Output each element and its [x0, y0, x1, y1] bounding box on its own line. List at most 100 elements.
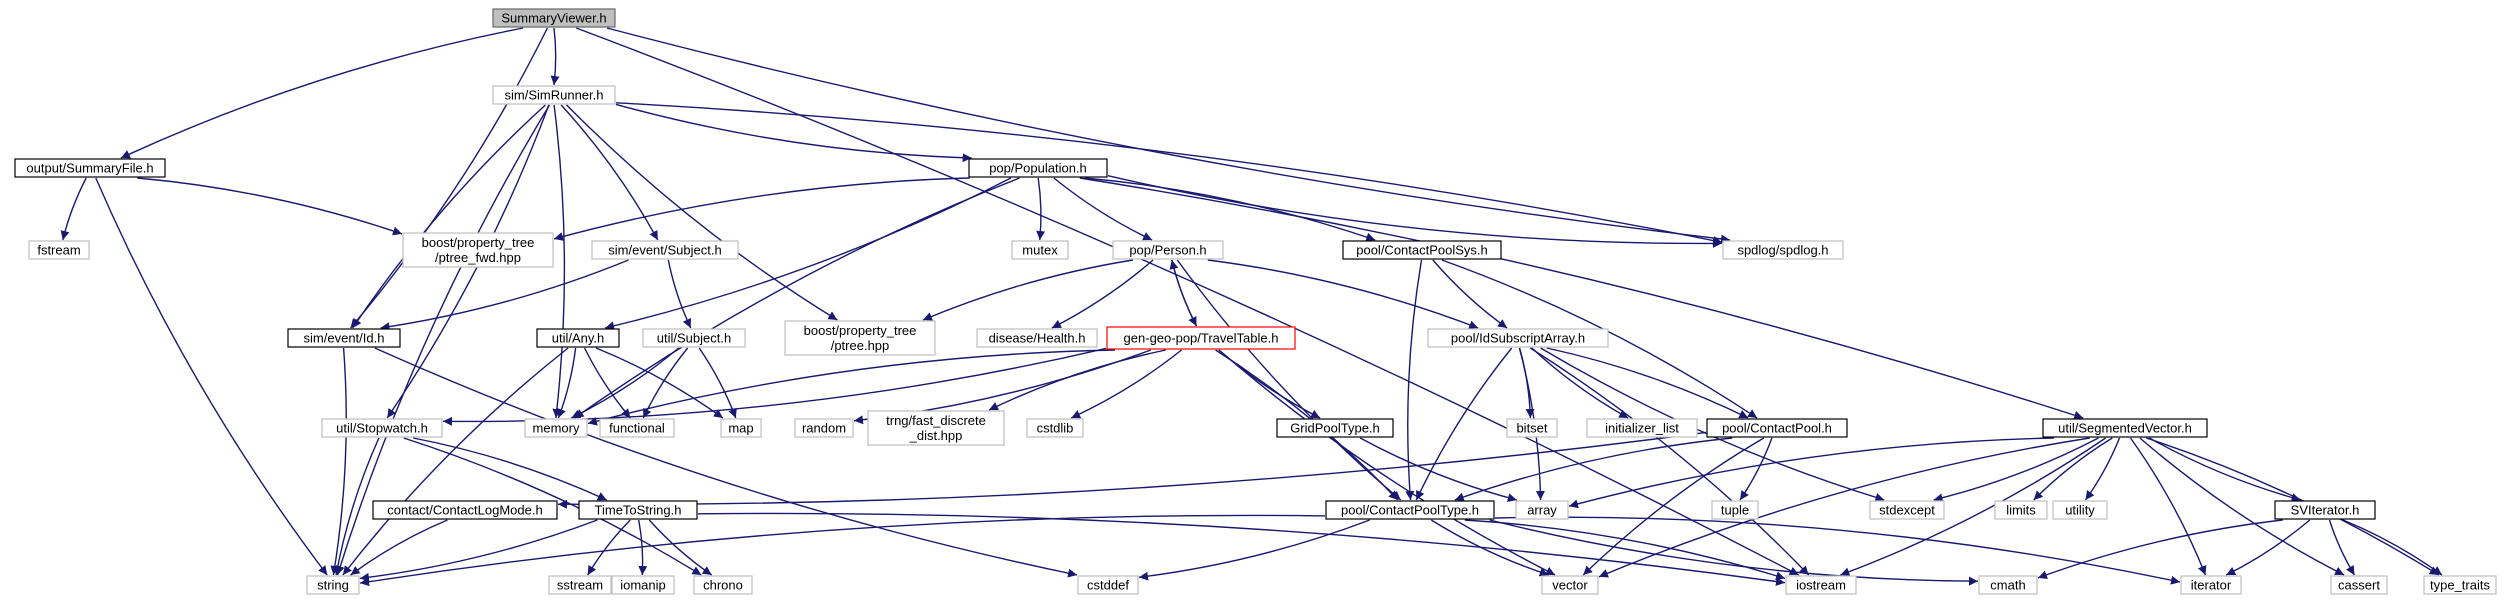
node-cmath[interactable]: cmath	[1978, 575, 2038, 595]
node-box	[1325, 500, 1495, 520]
edge-tts-to-chrono	[648, 519, 713, 576]
edge-line	[350, 519, 448, 576]
node-summary-file[interactable]: output/SummaryFile.h	[14, 158, 166, 178]
node-trng[interactable]: trng/fast_discrete_dist.hpp	[867, 410, 1005, 446]
node-bitset[interactable]: bitset	[1506, 418, 1558, 438]
edge-line	[1598, 437, 2090, 578]
node-travel-table[interactable]: gen-geo-pop/TravelTable.h	[1106, 326, 1296, 350]
node-segvec[interactable]: util/SegmentedVector.h	[2042, 418, 2208, 438]
node-label: util/Any.h	[552, 331, 605, 346]
node-box	[1785, 575, 1857, 595]
node-utility[interactable]: utility	[2052, 500, 2108, 520]
edge-line	[574, 177, 1020, 419]
node-sstream[interactable]: sstream	[548, 575, 612, 595]
edge-line	[698, 347, 737, 419]
node-idsub[interactable]: pool/IdSubscriptArray.h	[1427, 328, 1609, 348]
node-util-any[interactable]: util/Any.h	[536, 328, 620, 348]
node-contact-pool[interactable]: pool/ContactPool.h	[1706, 418, 1848, 438]
edge-sim_runner-to-population	[615, 103, 972, 163]
edge-line	[1582, 437, 1765, 576]
node-iostream[interactable]: iostream	[1785, 575, 1857, 595]
node-label: random	[802, 421, 846, 436]
node-label: cstdlib	[1037, 421, 1074, 436]
node-box	[720, 418, 762, 438]
node-gpt[interactable]: GridPoolType.h	[1276, 418, 1394, 438]
node-string[interactable]: string	[306, 575, 360, 595]
edge-line	[1840, 437, 2106, 577]
node-sim-runner[interactable]: sim/SimRunner.h	[492, 85, 616, 105]
node-type-traits[interactable]: type_traits	[2423, 575, 2497, 595]
edge-tts-to-string	[359, 519, 598, 582]
node-stdexcept[interactable]: stdexcept	[1869, 500, 1945, 520]
edge-segvec-to-limits	[2033, 437, 2113, 501]
node-population[interactable]: pop/Population.h	[968, 158, 1108, 178]
edge-line	[576, 27, 1800, 576]
node-cstdlib[interactable]: cstdlib	[1026, 418, 1084, 438]
edge-line	[583, 347, 631, 419]
edge-summary_viewer-to-iostream	[576, 27, 1800, 576]
edge-line	[1415, 347, 1513, 501]
node-limits[interactable]: limits	[1994, 500, 2048, 520]
node-ptree-fwd[interactable]: boost/property_tree/ptree_fwd.hpp	[402, 232, 554, 268]
node-box	[492, 8, 616, 28]
edge-summary_file-to-ptree_fwd	[137, 177, 403, 236]
node-fstream[interactable]: fstream	[28, 240, 90, 260]
node-sim-subject[interactable]: sim/event/Subject.h	[591, 240, 739, 260]
node-functional[interactable]: functional	[599, 418, 675, 438]
edge-cpt-to-cmath	[1489, 519, 1979, 586]
edge-line	[667, 259, 692, 329]
node-spdlog[interactable]: spdlog/spdlog.h	[1722, 240, 1844, 260]
node-mutex[interactable]: mutex	[1011, 240, 1069, 260]
node-contact-log[interactable]: contact/ContactLogMode.h	[372, 500, 558, 520]
edge-population-to-cps	[1084, 177, 1376, 242]
edge-line	[557, 347, 577, 419]
node-init-list[interactable]: initializer_list	[1586, 418, 1698, 438]
node-iterator[interactable]: iterator	[2180, 575, 2242, 595]
node-memory[interactable]: memory	[524, 418, 588, 438]
node-person[interactable]: pop/Person.h	[1112, 240, 1224, 260]
node-random[interactable]: random	[794, 418, 854, 438]
node-svit[interactable]: SVIterator.h	[2274, 500, 2376, 520]
edge-line	[2328, 519, 2356, 576]
edge-cpt-to-vector	[1430, 519, 1549, 577]
node-chrono[interactable]: chrono	[693, 575, 753, 595]
node-iomanip[interactable]: iomanip	[611, 575, 675, 595]
node-util-subject[interactable]: util/Subject.h	[642, 328, 746, 348]
node-cps[interactable]: pool/ContactPoolSys.h	[1342, 240, 1502, 260]
edge-segvec-to-vector	[1598, 437, 2090, 578]
edge-line	[615, 103, 972, 163]
edge-svit-to-iterator	[2225, 519, 2311, 576]
node-box	[1515, 500, 1569, 520]
edge-sim_runner-to-ptree	[566, 104, 838, 321]
edge-summary_viewer-to-sim_id	[350, 27, 549, 329]
edge-segvec-to-type_traits	[2146, 437, 2440, 576]
edge-line	[1207, 259, 1479, 329]
node-box	[306, 575, 360, 595]
node-cassert[interactable]: cassert	[2330, 575, 2388, 595]
edge-line	[335, 104, 551, 576]
edge-segvec-to-utility	[2084, 437, 2121, 501]
node-map[interactable]: map	[720, 418, 762, 438]
node-array[interactable]: array	[1515, 500, 1569, 520]
edge-line	[1218, 349, 1556, 576]
node-cstddef[interactable]: cstddef	[1077, 575, 1139, 595]
node-vector[interactable]: vector	[1541, 575, 1599, 595]
edge-summary_viewer-to-spdlog	[606, 27, 1731, 244]
node-health[interactable]: disease/Health.h	[976, 328, 1098, 348]
node-stopwatch[interactable]: util/Stopwatch.h	[321, 418, 443, 438]
edge-person-to-health	[1051, 259, 1154, 329]
edge-line	[587, 519, 631, 576]
edge-line	[642, 347, 689, 419]
edge-line	[606, 27, 1731, 244]
edge-line	[988, 349, 1166, 411]
node-tuple[interactable]: tuple	[1711, 500, 1759, 520]
node-ptree[interactable]: boost/property_tree/ptree.hpp	[784, 320, 936, 356]
node-tts[interactable]: TimeToString.h	[578, 500, 698, 520]
node-cpt[interactable]: pool/ContactPoolType.h	[1325, 500, 1495, 520]
node-sim-id[interactable]: sim/event/Id.h	[287, 328, 401, 348]
edge-sim_runner-to-spdlog	[615, 102, 1723, 245]
edge-line	[648, 519, 713, 576]
node-label: array	[1527, 503, 1557, 518]
node-box	[1342, 240, 1502, 260]
node-summary-viewer[interactable]: SummaryViewer.h	[492, 8, 616, 28]
